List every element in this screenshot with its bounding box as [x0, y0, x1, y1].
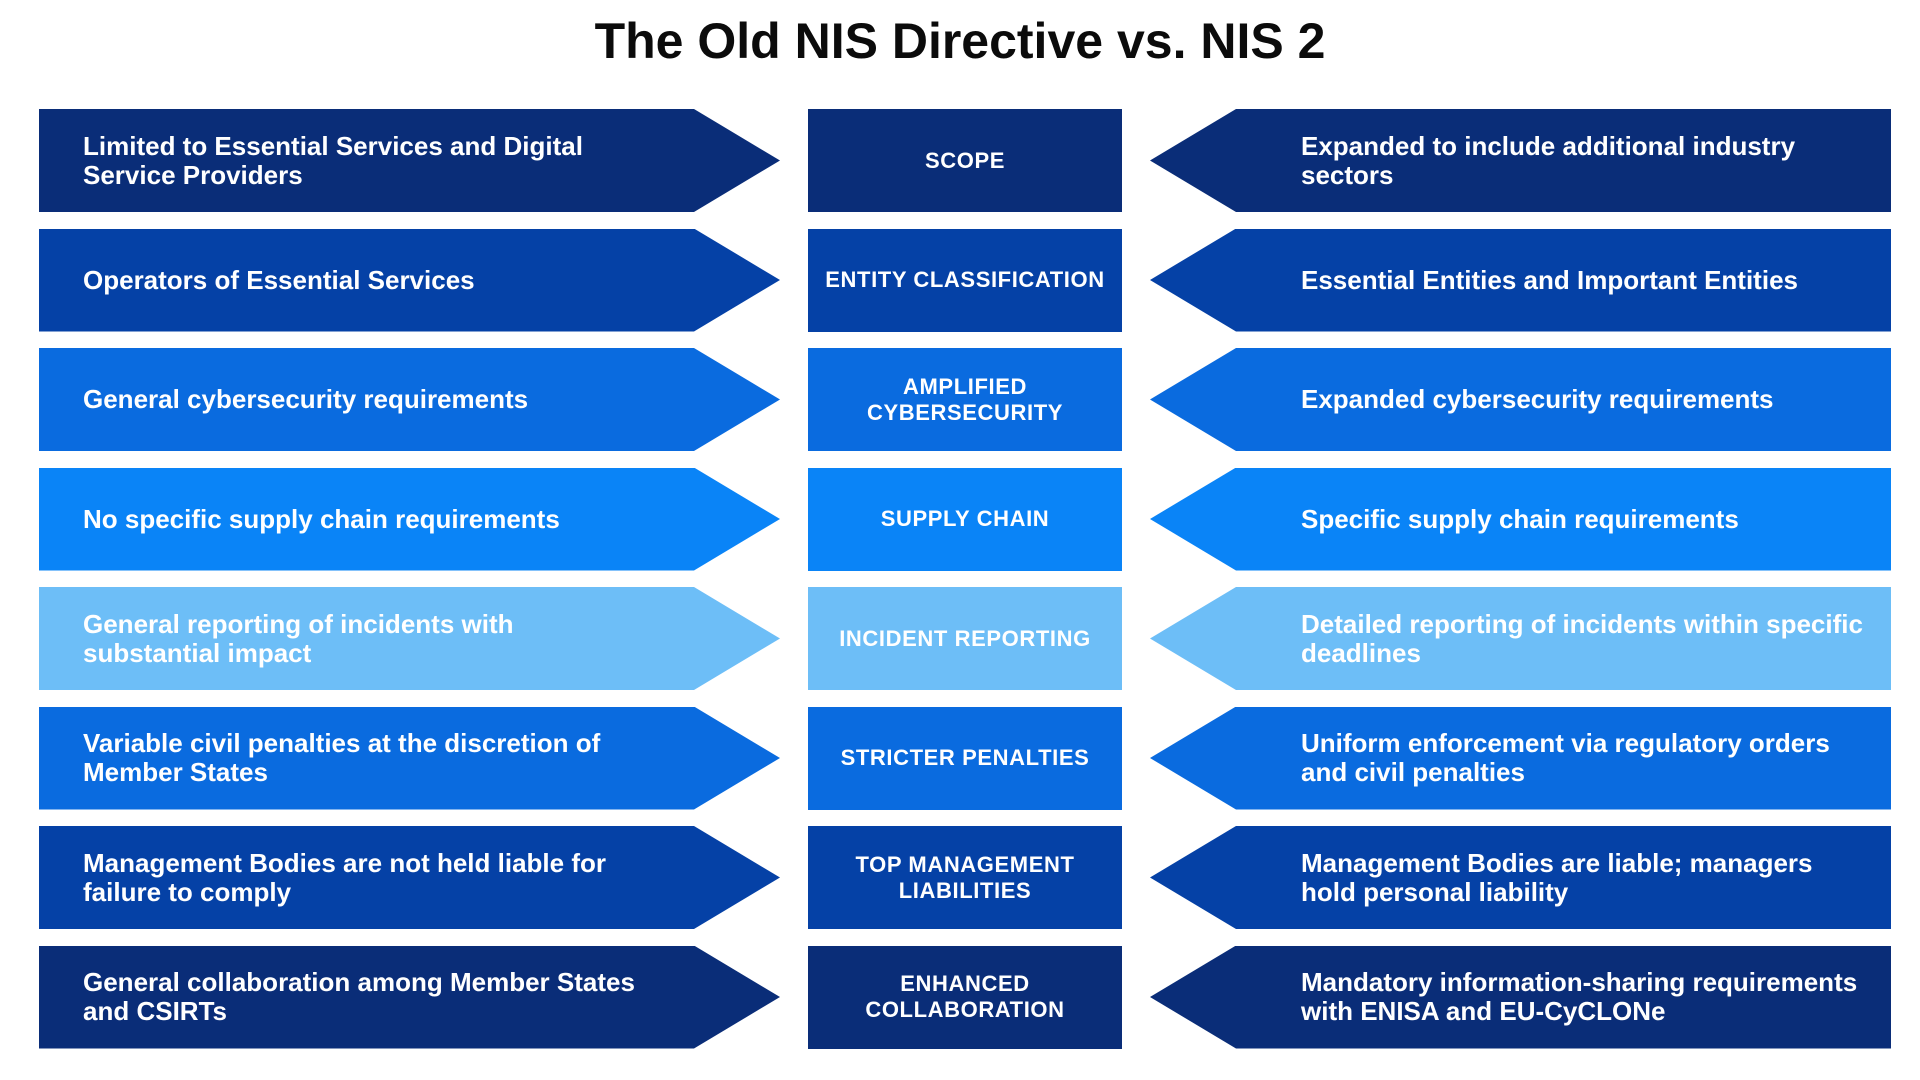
- category-label: INCIDENT REPORTING: [839, 625, 1091, 651]
- page-title: The Old NIS Directive vs. NIS 2: [594, 13, 1326, 69]
- nis2-arrow: Specific supply chain requirements: [1150, 467, 1891, 571]
- category-label: ENTITY CLASSIFICATION: [825, 267, 1105, 292]
- nis2-text: Management Bodies are liable; managers h…: [1301, 847, 1813, 907]
- old-directive-arrow: Limited to Essential Services and Digita…: [39, 109, 780, 212]
- old-directive-arrow: Variable civil penalties at the discreti…: [39, 706, 780, 810]
- category-box: ENHANCED COLLABORATION: [808, 945, 1122, 1049]
- nis2-text: Detailed reporting of incidents within s…: [1301, 608, 1863, 668]
- old-directive-text: General reporting of incidents with subs…: [83, 608, 514, 668]
- old-directive-text: Operators of Essential Services: [83, 264, 475, 295]
- category-label: STRICTER PENALTIES: [840, 745, 1090, 770]
- nis2-text: Expanded cybersecurity requirements: [1301, 384, 1774, 414]
- nis2-text: Expanded to include additional industry …: [1301, 130, 1796, 190]
- category-label: ENHANCED COLLABORATION: [865, 971, 1065, 1022]
- comparison-row-enhanced-collaboration: General collaboration among Member State…: [0, 945, 1920, 1049]
- category-box: SCOPE: [808, 109, 1122, 212]
- category-box: TOP MANAGEMENT LIABILITIES: [808, 826, 1122, 929]
- nis2-text: Specific supply chain requirements: [1301, 503, 1739, 534]
- category-box: SUPPLY CHAIN: [808, 467, 1122, 571]
- old-directive-arrow: General collaboration among Member State…: [39, 945, 780, 1049]
- old-directive-text: Variable civil penalties at the discreti…: [83, 728, 601, 787]
- category-box: STRICTER PENALTIES: [808, 706, 1122, 810]
- comparison-row-amplified-cybersecurity: General cybersecurity requirements AMPLI…: [0, 348, 1920, 451]
- nis2-arrow: Detailed reporting of incidents within s…: [1150, 587, 1891, 690]
- category-label: TOP MANAGEMENT LIABILITIES: [855, 851, 1075, 903]
- nis2-arrow: Uniform enforcement via regulatory order…: [1150, 706, 1891, 810]
- old-directive-arrow: Management Bodies are not held liable fo…: [39, 826, 780, 929]
- category-label: SCOPE: [924, 147, 1006, 173]
- comparison-row-stricter-penalties: Variable civil penalties at the discreti…: [0, 706, 1920, 810]
- comparison-row-scope: Limited to Essential Services and Digita…: [0, 109, 1920, 212]
- nis2-text: Essential Entities and Important Entitie…: [1301, 264, 1798, 295]
- nis2-arrow: Expanded cybersecurity requirements: [1150, 348, 1891, 451]
- category-label: AMPLIFIED CYBERSECURITY: [866, 373, 1064, 425]
- comparison-row-entity-classification: Operators of Essential Services ENTITY C…: [0, 228, 1920, 332]
- old-directive-text: Management Bodies are not held liable fo…: [83, 847, 606, 907]
- old-directive-text: General cybersecurity requirements: [83, 384, 529, 414]
- category-label: SUPPLY CHAIN: [880, 506, 1050, 531]
- old-directive-arrow: No specific supply chain requirements: [39, 467, 780, 571]
- old-directive-text: No specific supply chain requirements: [83, 503, 560, 534]
- category-box: INCIDENT REPORTING: [808, 587, 1122, 690]
- nis2-arrow: Expanded to include additional industry …: [1150, 109, 1891, 212]
- old-directive-text: Limited to Essential Services and Digita…: [83, 130, 583, 190]
- comparison-row-supply-chain: No specific supply chain requirements SU…: [0, 467, 1920, 571]
- nis2-arrow: Mandatory information-sharing requiremen…: [1150, 945, 1891, 1049]
- nis2-text: Uniform enforcement via regulatory order…: [1301, 728, 1830, 787]
- comparison-row-top-management-liabilities: Management Bodies are not held liable fo…: [0, 826, 1920, 929]
- nis2-text: Mandatory information-sharing requiremen…: [1301, 967, 1858, 1026]
- category-box: AMPLIFIED CYBERSECURITY: [808, 348, 1122, 451]
- nis2-arrow: Management Bodies are liable; managers h…: [1150, 826, 1891, 929]
- comparison-row-incident-reporting: General reporting of incidents with subs…: [0, 587, 1920, 690]
- nis2-arrow: Essential Entities and Important Entitie…: [1150, 228, 1891, 332]
- old-directive-arrow: General reporting of incidents with subs…: [39, 587, 780, 690]
- old-directive-arrow: General cybersecurity requirements: [39, 348, 780, 451]
- old-directive-text: General collaboration among Member State…: [83, 967, 635, 1026]
- category-box: ENTITY CLASSIFICATION: [808, 228, 1122, 332]
- old-directive-arrow: Operators of Essential Services: [39, 228, 780, 332]
